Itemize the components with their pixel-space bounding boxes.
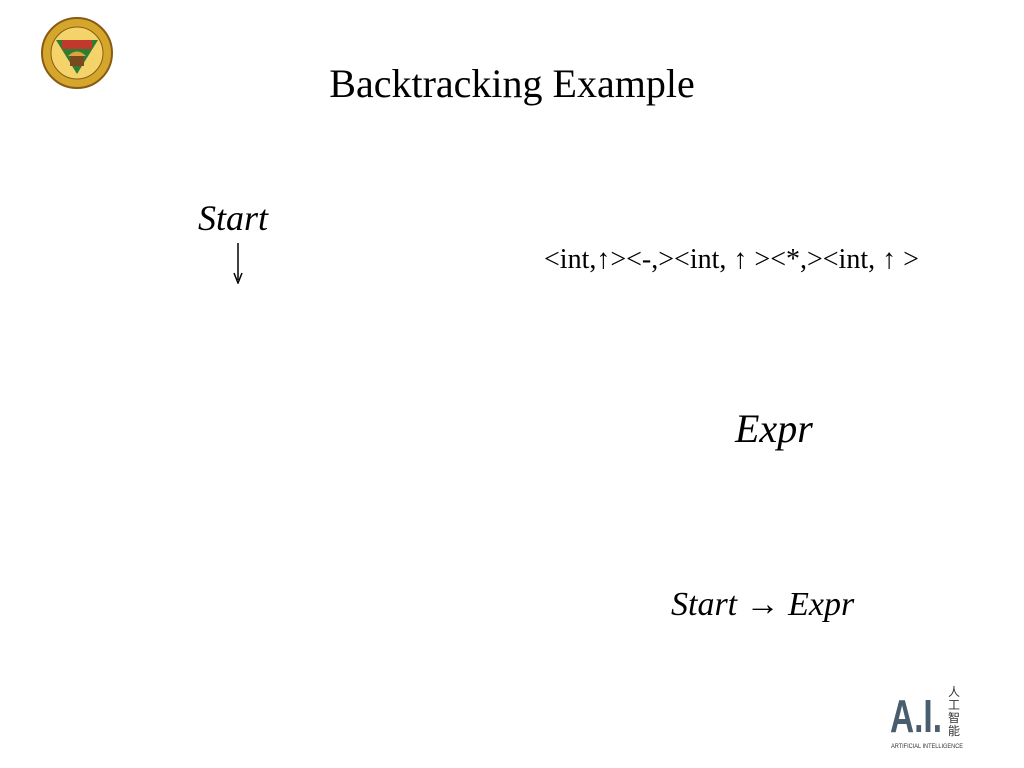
- ai-logo-text: A.I.: [890, 690, 942, 742]
- university-seal-icon: [40, 16, 114, 90]
- ai-logo-caption: ARTIFICIAL INTELLIGENCE: [891, 744, 963, 750]
- start-symbol: Start: [198, 198, 269, 238]
- down-arrow-icon: [230, 242, 246, 286]
- slide-title: Backtracking Example: [329, 61, 695, 106]
- production-lhs: Start: [671, 586, 738, 623]
- expr-node: Expr: [735, 406, 813, 451]
- production-rule: Start → Expr: [671, 584, 854, 626]
- production-arrow: →: [737, 586, 789, 623]
- ai-logo-cjk-4: 能: [948, 724, 960, 738]
- ai-logo-cjk-3: 智: [948, 710, 960, 725]
- token-stream: <int,↑><-,><int, ↑ ><*,><int, ↑ >: [544, 244, 919, 275]
- ai-logo-icon: A.I. 人 工 智 能 ARTIFICIAL INTELLIGENCE: [890, 682, 966, 752]
- ai-logo-cjk-2: 工: [948, 698, 960, 712]
- ai-logo-cjk-1: 人: [948, 685, 960, 699]
- production-rhs: Expr: [788, 586, 855, 623]
